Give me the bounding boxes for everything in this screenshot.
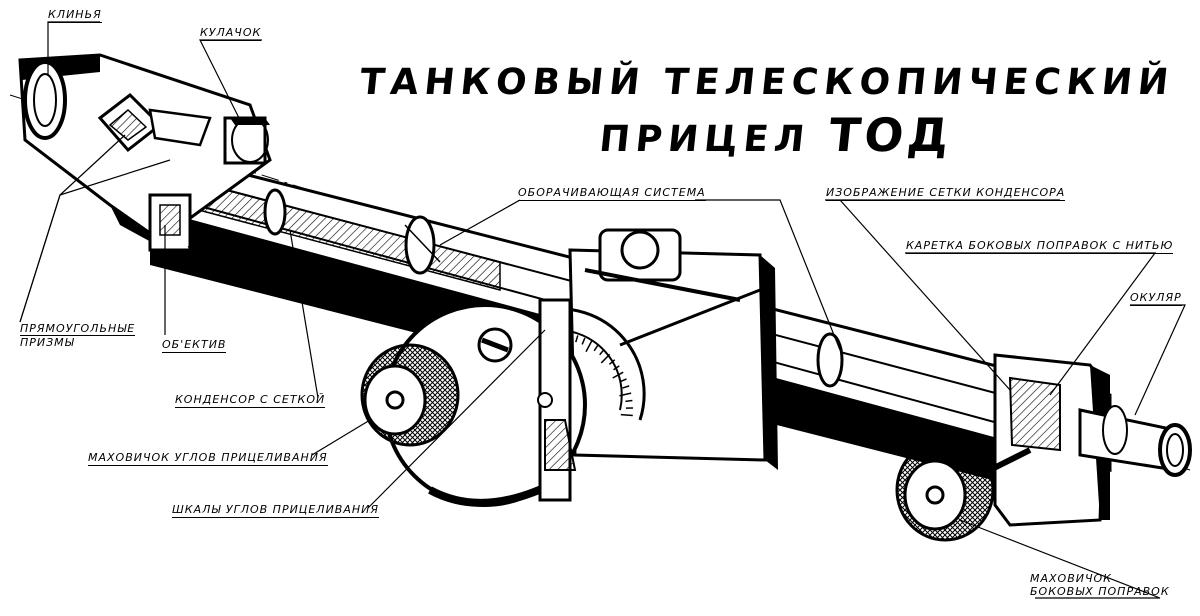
scale-tick <box>575 335 579 343</box>
scale-tick <box>619 378 627 383</box>
scale-tick <box>585 340 593 353</box>
eyepiece <box>1078 405 1192 477</box>
label-windage-handwheel-line2: БОКОВЫХ ПОПРАВОК <box>1030 585 1170 598</box>
rear-housing <box>993 353 1110 527</box>
scale-tick <box>625 399 633 403</box>
label-windage-carriage: КАРЕТКА БОКОВЫХ ПОПРАВОК С НИТЬЮ <box>906 239 1174 254</box>
label-prisms-line1: ПРЯМОУГОЛЬНЫЕ <box>20 322 136 336</box>
label-reticle-image: ИЗОБРАЖЕНИЕ СЕТКИ КОНДЕНСОРА <box>826 186 1066 201</box>
central-housing <box>568 228 778 470</box>
condenser-lens <box>263 188 287 236</box>
rectangular-prisms <box>97 93 212 153</box>
reticle-image-lens <box>816 332 844 388</box>
scale-tick <box>608 359 616 365</box>
scale-tick <box>600 353 611 364</box>
scale-tick <box>613 365 620 371</box>
label-elevation-handwheel: МАХОВИЧОК УГЛОВ ПРИЦЕЛИВАНИЯ <box>88 451 328 466</box>
label-prisms: ПРЯМОУГОЛЬНЫЕ ПРИЗМЫ <box>20 322 160 349</box>
scale-tick <box>593 344 599 352</box>
diagram-title-line2: ПРИЦЕЛ ТОД <box>597 108 955 162</box>
scale-tick <box>619 392 632 397</box>
label-kulachok: КУЛАЧОК <box>200 26 262 41</box>
scale-tick <box>612 371 624 379</box>
label-windage-handwheel-line1: МАХОВИЧОК <box>1030 572 1112 585</box>
windage-handwheel <box>895 438 1032 542</box>
title-prefix: ПРИЦЕЛ <box>597 119 813 160</box>
label-klinya: КЛИНЬЯ <box>48 8 102 23</box>
scale-tick <box>599 348 605 356</box>
label-elevation-scales: ШКАЛЫ УГЛОВ ПРИЦЕЛИВАНИЯ <box>172 503 380 518</box>
elevation-handwheel <box>360 343 460 447</box>
label-prisms-line2: ПРИЗМЫ <box>20 336 75 349</box>
label-windage-handwheel: МАХОВИЧОК БОКОВЫХ ПОПРАВОК <box>1030 572 1190 598</box>
label-condenser: КОНДЕНСОР С СЕТКОЙ <box>175 393 326 408</box>
diagram-title-line1: ТАНКОВЫЙ ТЕЛЕСКОПИЧЕСКИЙ <box>357 62 1177 103</box>
label-eyepiece: ОКУЛЯР <box>1130 291 1182 306</box>
cam <box>223 116 270 165</box>
scale-tick <box>620 413 633 417</box>
label-objective: ОБ'ЕКТИВ <box>162 338 227 353</box>
scale-tick <box>581 337 586 345</box>
elevation-scale <box>537 298 646 502</box>
scale-tick <box>622 385 630 389</box>
label-erecting-system: ОБОРАЧИВАЮЩАЯ СИСТЕМА <box>518 186 706 201</box>
erecting-system-lens <box>404 215 441 275</box>
objective-block <box>148 193 262 275</box>
disk-screw <box>477 327 513 363</box>
title-model: ТОД <box>826 108 956 162</box>
